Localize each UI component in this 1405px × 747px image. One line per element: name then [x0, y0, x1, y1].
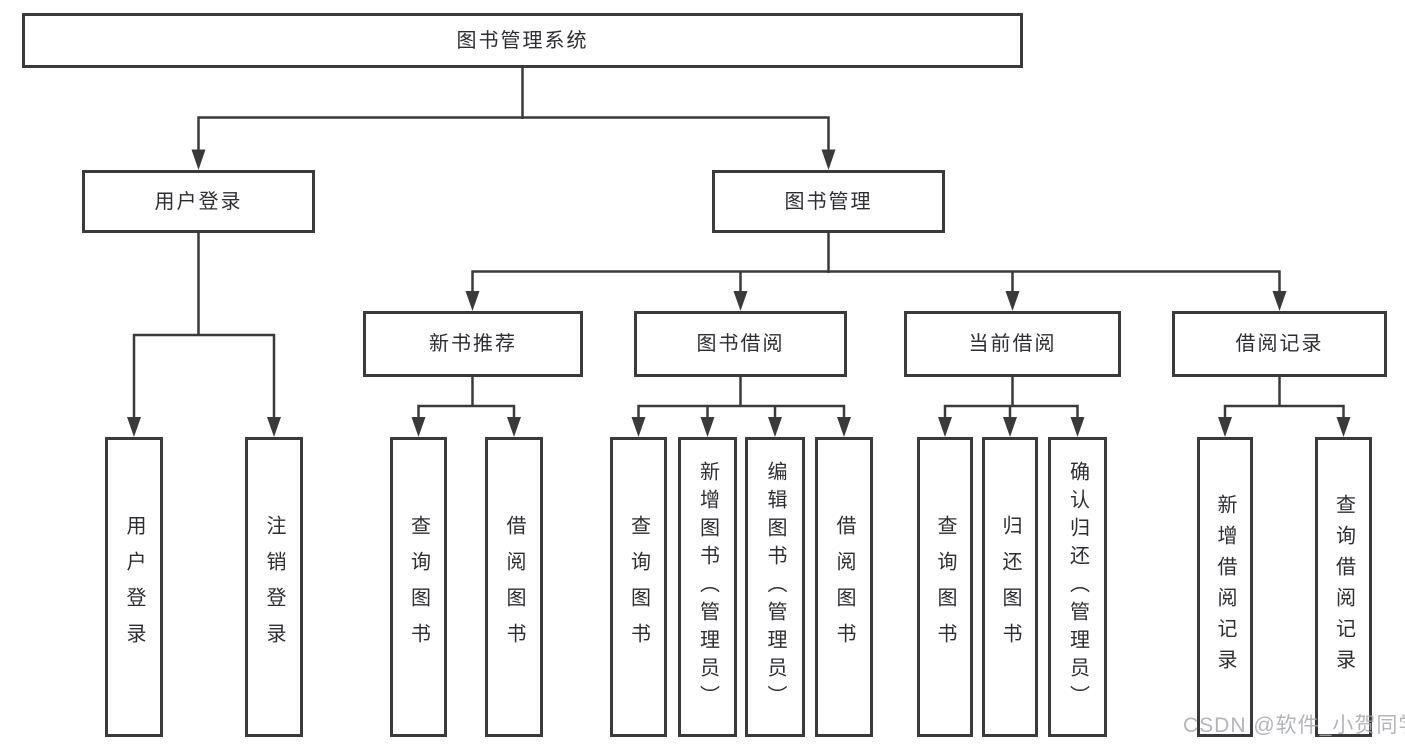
leaf-borrow-books-borrowing: 借阅图书 [815, 437, 873, 737]
csdn-watermark: CSDN @软件_小贺同学 [1183, 714, 1405, 737]
leaf-query-books-borrowing: 查询图书 [610, 437, 667, 737]
node-current-borrowing: 当前借阅 [904, 311, 1121, 377]
leaf-borrow-books-recommend: 借阅图书 [485, 437, 543, 737]
leaf-add-borrowing-record: 新增借阅记录 [1197, 437, 1253, 737]
leaf-return-books: 归还图书 [982, 437, 1038, 737]
arrowheads [127, 149, 1351, 437]
connector-book-borrowing [637, 377, 846, 418]
leaf-user-login: 用户登录 [105, 437, 163, 737]
leaf-confirm-return-admin: 确认归还（管理员） [1048, 437, 1107, 737]
leaf-query-books-current: 查询图书 [917, 437, 973, 737]
node-library-management-system: 图书管理系统 [22, 13, 1023, 68]
leaf-query-books-recommend: 查询图书 [390, 437, 447, 737]
node-book-borrowing: 图书借阅 [634, 311, 847, 377]
node-book-management: 图书管理 [712, 170, 945, 233]
connector-borrowing-records [1223, 375, 1345, 418]
connector-new-book [417, 377, 516, 418]
node-borrowing-records: 借阅记录 [1172, 311, 1387, 377]
connector-book-management [471, 233, 1281, 292]
leaf-query-borrowing-record: 查询借阅记录 [1315, 437, 1372, 737]
node-new-book-recommendation: 新书推荐 [363, 311, 583, 377]
node-user-login: 用户登录 [82, 170, 315, 233]
connector-current-borrowing [943, 377, 1079, 418]
connector-user-login [132, 233, 276, 417]
leaf-edit-books-admin: 编辑图书（管理员） [745, 437, 805, 737]
leaf-logout: 注销登录 [245, 437, 303, 737]
leaf-add-books-admin: 新增图书（管理员） [678, 437, 737, 737]
connector-root [197, 68, 830, 150]
